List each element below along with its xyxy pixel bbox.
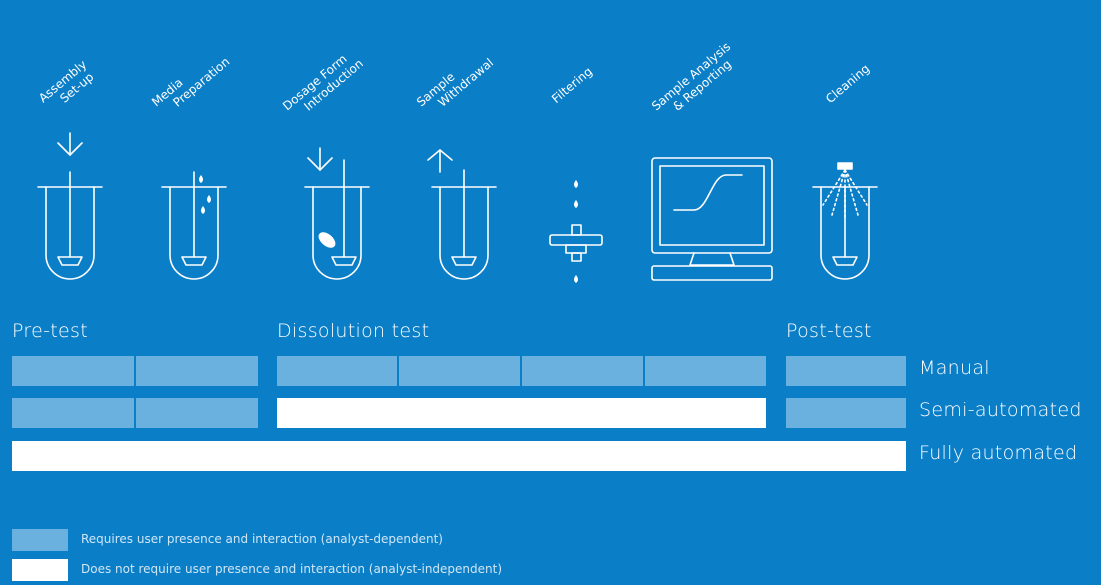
- semi-pre-cell-2: [136, 398, 258, 428]
- semi-dissolution-cell: [277, 398, 766, 428]
- phase-dissolution-test: Dissolution test: [277, 320, 430, 342]
- phase-pre-test: Pre-test: [12, 320, 88, 342]
- computer-monitor-icon: [651, 157, 773, 281]
- legend-text-dependent: Requires user presence and interaction (…: [81, 532, 443, 546]
- manual-pre-cell-1: [12, 356, 134, 386]
- row-label-manual: Manual: [919, 357, 990, 379]
- legend-swatch-dependent: [12, 529, 68, 551]
- semi-post-cell: [786, 398, 906, 428]
- row-label-semi-automated: Semi-automated: [919, 399, 1082, 421]
- manual-post-cell: [786, 356, 906, 386]
- vessel-with-up-arrow-icon: [427, 149, 497, 280]
- manual-dissolution-cell-3: [522, 356, 643, 386]
- vessel-with-spray-icon: [812, 162, 878, 280]
- manual-dissolution-cell-4: [645, 356, 766, 386]
- legend-text-independent: Does not require user presence and inter…: [81, 562, 503, 576]
- fully-automated-bar: [12, 441, 906, 471]
- vessel-with-down-arrow-icon: [37, 132, 103, 280]
- syringe-filter-icon: [549, 180, 603, 283]
- phase-post-test: Post-test: [786, 320, 872, 342]
- legend-swatch-independent: [12, 559, 68, 581]
- manual-pre-cell-2: [136, 356, 258, 386]
- manual-dissolution-cell-1: [277, 356, 397, 386]
- manual-dissolution-cell-2: [399, 356, 520, 386]
- row-label-fully-automated: Fully automated: [919, 442, 1078, 464]
- semi-pre-cell-1: [12, 398, 134, 428]
- vessel-with-tablet-icon: [304, 147, 370, 280]
- vessel-with-drops-icon: [161, 171, 227, 280]
